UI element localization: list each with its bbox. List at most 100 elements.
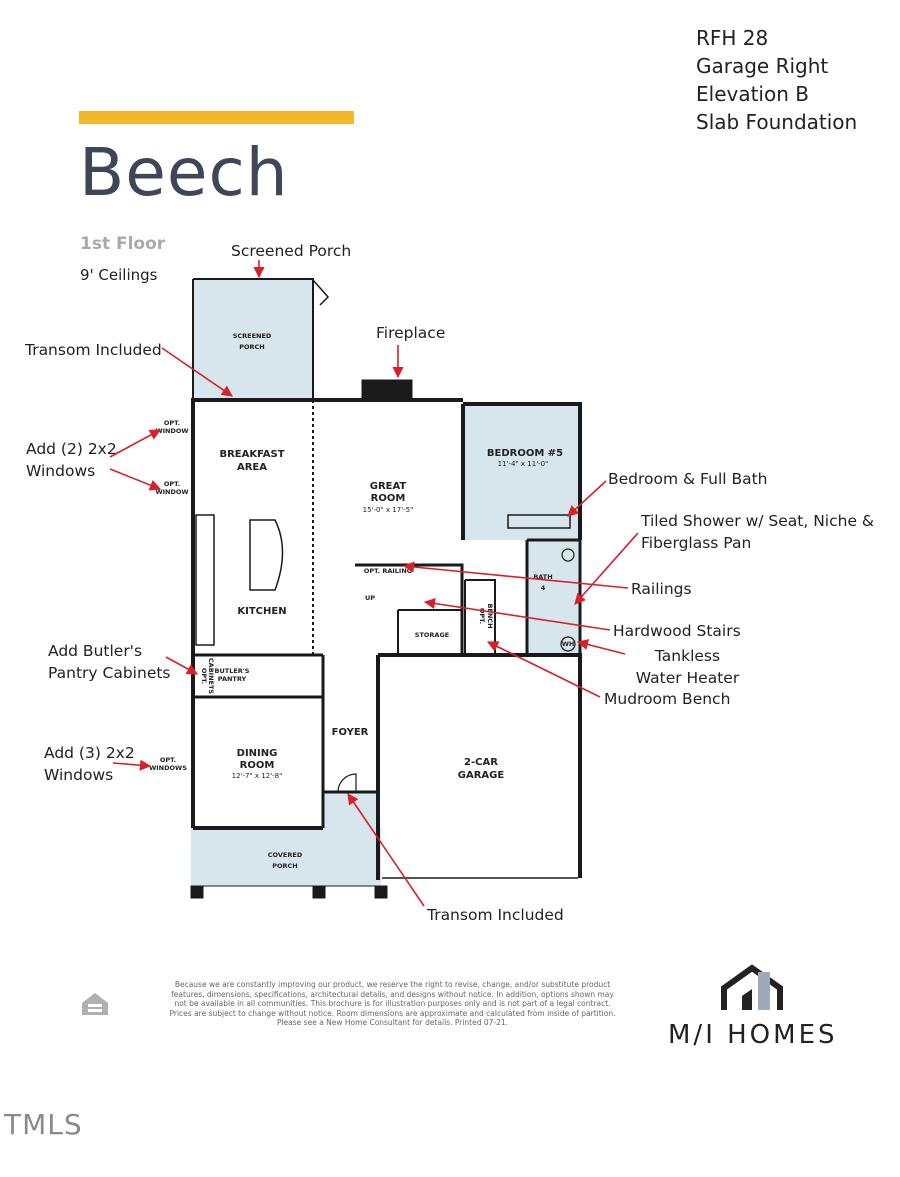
- annotation-railings: Railings: [631, 580, 692, 598]
- spec-elevation: Elevation B: [696, 82, 809, 106]
- covered-porch-fill: [191, 828, 381, 886]
- label-opt-bench-2: BENCH: [486, 603, 494, 628]
- label-breakfast-2: AREA: [237, 462, 267, 473]
- arrow-railings: [402, 561, 629, 589]
- floor-label: 1st Floor: [80, 234, 166, 254]
- label-dining-dim: 12'-7" x 12'-8": [232, 772, 283, 780]
- annotation-add-3-windows: Add (3) 2x2 Windows: [44, 742, 135, 786]
- label-opt-railing: OPT. RAILING: [364, 567, 412, 575]
- annotation-tiled-shower: Tiled Shower w/ Seat, Niche & Fiberglass…: [641, 510, 874, 554]
- accent-bar: [79, 111, 354, 124]
- label-screened-porch-1: SCREENED: [233, 332, 272, 340]
- label-bath-2: 4: [541, 584, 546, 592]
- annotation-add-2-windows-line2: Windows: [26, 462, 96, 480]
- porch-post-1: [190, 885, 204, 899]
- annotation-butlers-line2: Pantry Cabinets: [48, 664, 171, 682]
- arrow-add-2-windows-b: [109, 468, 162, 491]
- annotation-butlers-line1: Add Butler's: [48, 642, 143, 660]
- label-dining-2: ROOM: [240, 760, 275, 771]
- arrow-add-3-windows: [112, 759, 152, 771]
- mls-watermark: TMLS: [4, 1108, 83, 1141]
- label-storage: STORAGE: [415, 631, 449, 639]
- garage-walls: [376, 653, 582, 880]
- label-butlers-2: PANTRY: [218, 675, 247, 683]
- bedroom-closet: [507, 514, 571, 529]
- annotation-transom-bottom: Transom Included: [427, 906, 564, 924]
- equal-housing-icon: [82, 993, 108, 1015]
- annotation-fireplace: Fireplace: [376, 324, 446, 342]
- porch-post-2: [312, 885, 326, 899]
- arrow-bedroom-bath: [567, 480, 607, 517]
- spec-foundation: Slab Foundation: [696, 110, 858, 134]
- plan-title: Beech: [79, 134, 289, 211]
- annotation-butlers-cabinets: Add Butler's Pantry Cabinets: [48, 640, 171, 684]
- arrow-transom-top: [161, 347, 233, 397]
- annotation-hardwood-stairs: Hardwood Stairs: [613, 622, 741, 640]
- label-opt-cabinets-2: CABINETS: [207, 658, 215, 694]
- label-opt-window-a-2: WINDOW: [155, 427, 188, 435]
- label-opt-windows-2: WINDOWS: [149, 764, 187, 772]
- label-butlers-1: BUTLER'S: [215, 667, 250, 675]
- annotation-transom-top: Transom Included: [25, 341, 162, 359]
- kitchen-island: [249, 519, 284, 591]
- annotation-tankless-line2: Water Heater: [635, 669, 740, 687]
- arrow-tankless: [576, 639, 626, 655]
- annotation-add-2-windows: Add (2) 2x2 Windows: [26, 438, 117, 482]
- spec-garage: Garage Right: [696, 54, 829, 78]
- label-breakfast-1: BREAKFAST: [219, 449, 284, 460]
- label-screened-porch-2: PORCH: [239, 343, 265, 351]
- label-garage-2: GARAGE: [458, 770, 505, 781]
- label-wh: WH: [562, 640, 575, 648]
- arrow-butlers: [165, 656, 198, 675]
- annotation-screened-porch: Screened Porch: [231, 242, 352, 260]
- arrow-tiled-shower: [574, 532, 639, 605]
- annotation-add-3-windows-line1: Add (3) 2x2: [44, 744, 135, 762]
- porch-post-3: [374, 885, 388, 899]
- annotation-tiled-shower-line2: Fiberglass Pan: [641, 534, 752, 552]
- annotation-mudroom-bench: Mudroom Bench: [604, 690, 731, 708]
- annotation-arrows: [109, 260, 639, 907]
- arrow-mudroom-bench: [486, 641, 601, 698]
- arrow-hardwood-stairs: [423, 597, 611, 631]
- label-great-room-1: GREAT: [370, 481, 407, 492]
- label-covered-porch-2: PORCH: [272, 862, 298, 870]
- label-dining-1: DINING: [237, 748, 278, 759]
- kitchen-counter: [195, 514, 215, 646]
- water-heater: [560, 636, 576, 652]
- ceiling-label: 9' Ceilings: [80, 266, 158, 284]
- spec-plan-code: RFH 28: [696, 26, 769, 50]
- label-bedroom5: BEDROOM #5: [487, 448, 563, 459]
- label-great-room-dim: 15'-0" x 17'-5": [363, 506, 414, 514]
- mi-homes-logo-icon: [721, 964, 783, 1010]
- label-kitchen: KITCHEN: [237, 606, 286, 617]
- screened-porch-fill: [193, 279, 313, 398]
- label-foyer: FOYER: [332, 727, 369, 738]
- label-garage-1: 2-CAR: [464, 757, 498, 768]
- annotation-add-3-windows-line2: Windows: [44, 766, 114, 784]
- label-opt-cabinets-1: OPT.: [200, 668, 208, 684]
- label-bath-1: BATH: [533, 573, 552, 581]
- annotation-tiled-shower-line1: Tiled Shower w/ Seat, Niche &: [641, 512, 874, 530]
- label-opt-window-b-2: WINDOW: [155, 488, 188, 496]
- walls: [190, 278, 582, 899]
- room-labels: SCREENED PORCH BREAKFAST AREA KITCHEN GR…: [149, 332, 574, 870]
- annotation-add-2-windows-line1: Add (2) 2x2: [26, 440, 117, 458]
- arrow-add-2-windows-a: [109, 429, 161, 458]
- porch-door: [312, 279, 330, 306]
- annotation-tankless-line1: Tankless: [654, 647, 721, 665]
- label-opt-window-a-1: OPT.: [164, 419, 180, 427]
- room-fills: [191, 279, 580, 886]
- label-covered-porch-1: COVERED: [268, 851, 303, 859]
- label-great-room-2: ROOM: [371, 493, 406, 504]
- bedroom-walls: [461, 402, 582, 540]
- bedroom-fill: [465, 404, 580, 540]
- foyer-door-arc: [337, 773, 357, 793]
- label-up: UP: [365, 594, 375, 602]
- brand-name: M/I HOMES: [668, 1020, 838, 1050]
- fireplace-block: [361, 379, 413, 401]
- arrow-transom-bottom: [347, 793, 425, 907]
- label-opt-bench-1: OPT.: [478, 608, 486, 624]
- label-opt-window-b-1: OPT.: [164, 480, 180, 488]
- label-opt-windows-1: OPT.: [160, 756, 176, 764]
- screened-porch-walls: [192, 278, 314, 398]
